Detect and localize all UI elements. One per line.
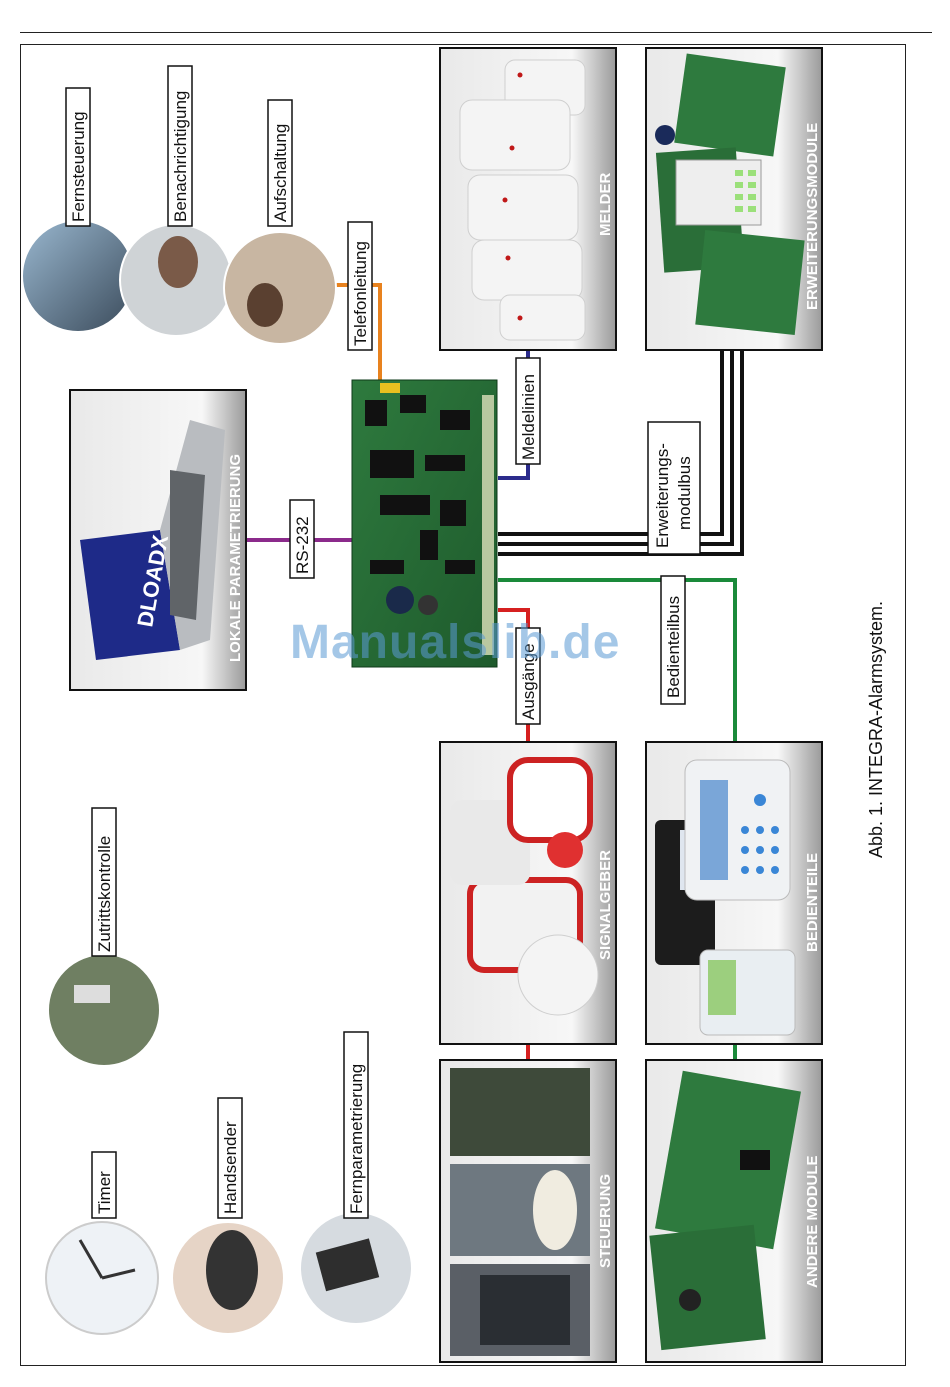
service-fernparametrierung: Fernparametrierung <box>299 1031 413 1325</box>
control-images <box>450 1068 590 1356</box>
panel-title-lokale: LOKALE PARAMETRIERUNG <box>227 454 244 662</box>
panel-title-steuerung: STEUERUNG <box>597 1174 614 1268</box>
keypad-images <box>655 759 796 1036</box>
main-control-board <box>351 379 498 668</box>
panel-bedienteile: BEDIENTEILE <box>645 741 823 1045</box>
panel-melder: MELDER <box>439 47 617 351</box>
handsender-label: Handsender <box>221 1121 240 1214</box>
panel-erweiterungsmodule: ERWEITERUNGSMODULE <box>645 47 823 351</box>
other-module-images <box>649 1070 801 1351</box>
panel-title-signalgeber: SIGNALGEBER <box>597 850 614 960</box>
zutrittskontrolle-label: Zutrittskontrolle <box>95 836 114 952</box>
erweiterung-bus-line-1 <box>498 350 724 536</box>
siren-images <box>450 757 599 1016</box>
svg-text:Telefonleitung: Telefonleitung <box>351 241 370 346</box>
label-erweiterungsbus: Erweiterungs- modulbus <box>647 421 701 555</box>
laptop-image: DLOADX <box>80 420 225 660</box>
svg-text:Ausgänge: Ausgänge <box>519 643 538 720</box>
panel-title-erweiterungsmodule: ERWEITERUNGSMODULE <box>804 123 821 310</box>
svg-text:Erweiterungs-: Erweiterungs- <box>653 443 672 548</box>
service-benachrichtigung: Benachrichtigung <box>119 65 233 337</box>
panel-steuerung: STEUERUNG <box>439 1059 617 1363</box>
watermark: Manualslib.de <box>290 616 621 669</box>
panel-lokale-parametrierung: DLOADX LOKALE PARAMETRIERUNG <box>69 389 247 691</box>
panel-title-andere-module: ANDERE MODULE <box>804 1155 821 1288</box>
fernparametrierung-label: Fernparametrierung <box>347 1064 366 1214</box>
header-rule <box>20 32 932 33</box>
label-bedienteilbus: Bedienteilbus <box>660 575 686 705</box>
service-aufschaltung: Aufschaltung <box>223 99 337 345</box>
service-timer: Timer <box>45 1151 159 1335</box>
erweiterung-bus-line-3 <box>498 350 744 556</box>
fernsteuerung-label: Fernsteuerung <box>69 111 88 222</box>
label-meldelinien: Meldelinien <box>515 357 541 465</box>
panel-andere-module: ANDERE MODULE <box>645 1059 823 1363</box>
service-handsender: Handsender <box>171 1097 285 1335</box>
label-ausgaenge: Ausgänge <box>515 627 541 725</box>
figure-caption: Abb. 1. INTEGRA-Alarmsystem. <box>866 601 886 858</box>
aufschaltung-label: Aufschaltung <box>271 124 290 222</box>
label-rs232: RS-232 <box>289 499 315 579</box>
svg-text:Meldelinien: Meldelinien <box>519 374 538 460</box>
service-fernsteuerung: Fernsteuerung <box>21 87 135 333</box>
detector-images <box>459 59 586 341</box>
svg-text:Bedienteilbus: Bedienteilbus <box>664 596 683 698</box>
service-zutrittskontrolle: Zutrittskontrolle <box>47 807 161 1067</box>
label-telefonleitung: Telefonleitung <box>347 221 373 351</box>
panel-signalgeber: SIGNALGEBER <box>439 741 617 1045</box>
svg-text:modulbus: modulbus <box>675 456 694 530</box>
erweiterung-bus-line-2 <box>498 350 734 546</box>
panel-title-melder: MELDER <box>597 173 614 237</box>
panel-title-bedienteile: BEDIENTEILE <box>804 853 821 952</box>
svg-text:RS-232: RS-232 <box>293 516 312 574</box>
benachrichtigung-label: Benachrichtigung <box>171 91 190 222</box>
timer-label: Timer <box>95 1171 114 1214</box>
figure-frame <box>20 44 906 1366</box>
expansion-module-images <box>655 53 805 335</box>
